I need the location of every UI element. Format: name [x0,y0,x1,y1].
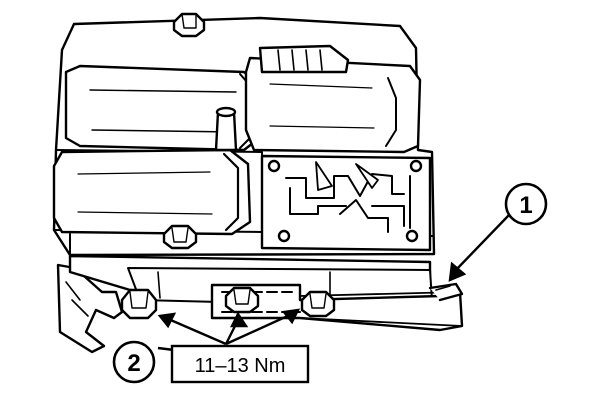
slab-bolt [162,224,198,250]
callout-2-label: 2 [127,350,140,377]
upper-right-solenoid [244,44,422,154]
torque-label-box: 11–13 Nm [170,344,310,384]
callout-1-label: 1 [519,192,532,219]
top-bolt [172,12,206,38]
lower-left-solenoid [52,148,252,236]
item-2-leaders [157,308,301,352]
tube [428,282,464,302]
item-1-leader [448,213,511,282]
callout-1: 1 [504,182,548,226]
bottom-bolt-middle [224,286,260,314]
valve-plate [210,283,464,332]
cover-plate [260,154,432,252]
bottom-bolt-left [120,288,158,320]
torque-spec-text: 11–13 Nm [195,355,286,377]
locating-pin [214,106,238,152]
callout-2: 2 [112,340,156,384]
bottom-bolt-right [300,290,336,318]
